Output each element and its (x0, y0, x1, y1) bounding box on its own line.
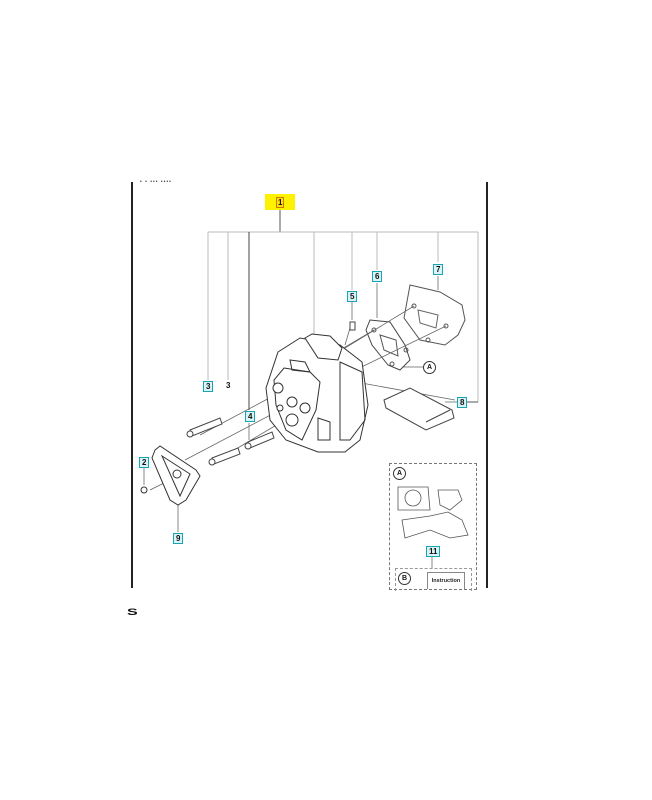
plate-9-shape (140, 445, 201, 506)
callout-2[interactable]: 2 (139, 457, 150, 468)
page-frame-left-border (131, 182, 133, 588)
screw-5-shape (349, 321, 356, 331)
page-frame-right-border (486, 182, 488, 588)
part-leader-lines (143, 276, 457, 532)
inset-kit-box (389, 463, 477, 590)
inset-b-box (395, 568, 472, 591)
callout-1-label: 1 (276, 197, 285, 208)
callout-8[interactable]: 8 (457, 397, 468, 408)
reference-b-inset: B (398, 572, 411, 585)
gasket-7-shape (403, 284, 466, 346)
header-text-fragment: • • ••• •••• (140, 179, 172, 185)
callout-9[interactable]: 9 (173, 533, 184, 544)
callout-5[interactable]: 5 (347, 291, 358, 302)
callout-1-leader-lines (207, 210, 479, 410)
instruction-sheet-8-shape (383, 387, 455, 431)
callout-1-highlight[interactable]: 1 (265, 194, 295, 210)
gasket-6-shape (365, 319, 411, 371)
muffler-body-shape (265, 333, 369, 453)
callout-7[interactable]: 7 (433, 264, 444, 275)
callout-4[interactable]: 4 (245, 411, 256, 422)
footer-text-fragment: S (127, 608, 138, 618)
instruction-label-box: Instruction (427, 572, 465, 589)
bolts-3-4-shapes (186, 417, 275, 466)
callout-3-plain: 3 (226, 381, 231, 390)
callout-3[interactable]: 3 (203, 381, 214, 392)
inset-a-gasket-kit-drawings (397, 486, 469, 539)
callout-6[interactable]: 6 (372, 271, 383, 282)
reference-a-inset: A (393, 467, 406, 480)
callout-11[interactable]: 11 (426, 546, 441, 557)
reference-a-main: A (423, 361, 436, 374)
